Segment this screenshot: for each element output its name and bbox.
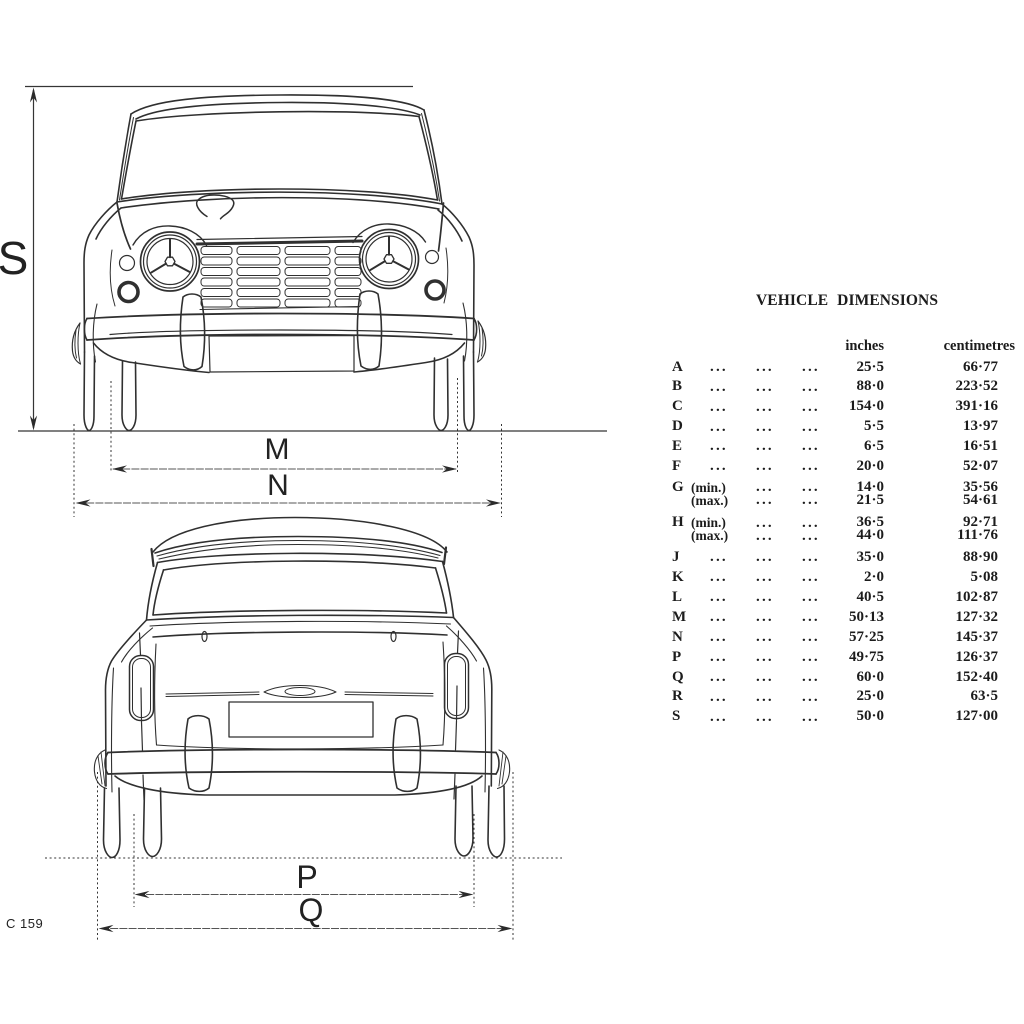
svg-text:N: N	[267, 469, 289, 502]
svg-text:M: M	[265, 433, 290, 466]
svg-text:S: S	[0, 232, 28, 284]
svg-text:C 159: C 159	[6, 916, 43, 931]
svg-text:P: P	[296, 859, 317, 895]
svg-text:Q: Q	[299, 892, 324, 928]
